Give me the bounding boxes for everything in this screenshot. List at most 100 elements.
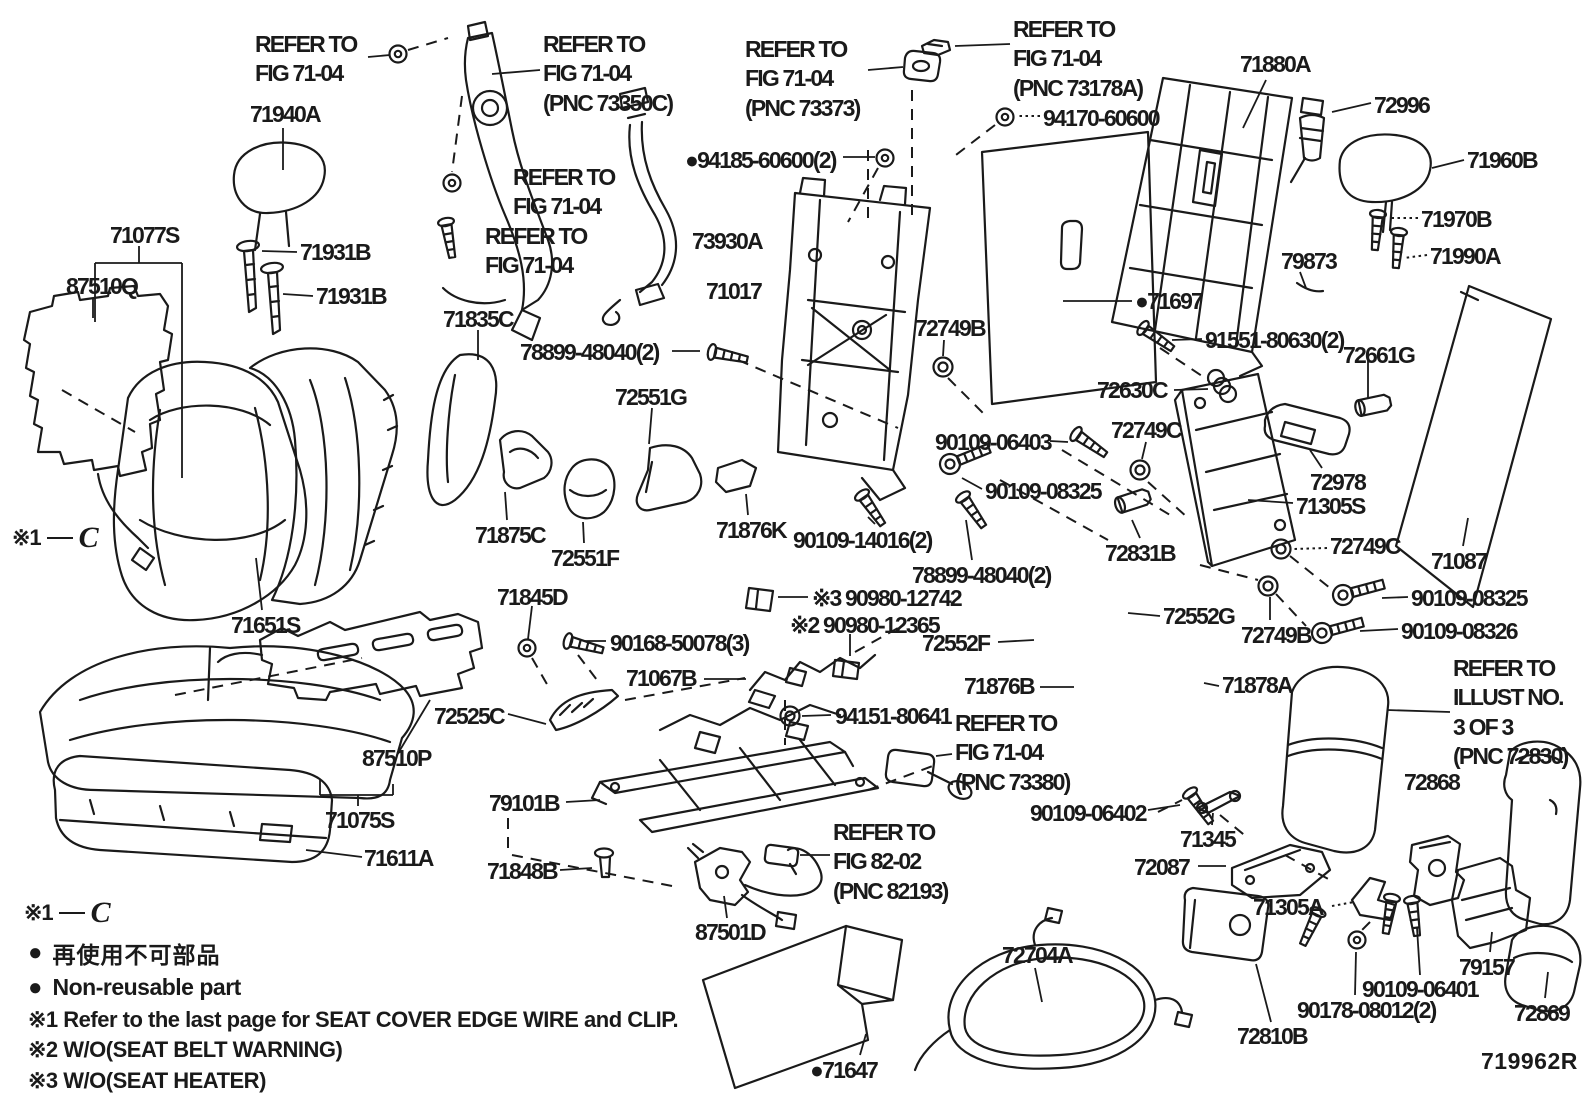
part-label-p94185-60600: ●94185-60600(2)	[685, 147, 837, 173]
part-label-p71845D: 71845D	[497, 584, 569, 610]
nut-94170-drawing	[995, 107, 1015, 127]
part-label-p72749C-2: 72749C	[1330, 533, 1402, 559]
part-label-ref-7104-f: REFER TO FIG 71-04	[485, 223, 588, 279]
part-label-p72868: 72868	[1404, 769, 1461, 795]
part-label-p78899-48040-1: 78899-48040(2)	[520, 339, 660, 365]
screw-71305A-area-drawing	[1376, 891, 1402, 936]
callout-line	[46, 537, 73, 539]
parts-artwork	[22, 20, 1582, 1090]
part-label-p94170-60600: 94170-60600	[1043, 105, 1161, 131]
screw-14016-drawing	[852, 486, 891, 531]
part-label-p71875C: 71875C	[475, 522, 547, 548]
clip-71848B-drawing	[593, 847, 615, 879]
part-label-p87510Q: 87510Q	[66, 273, 139, 299]
nut-fig7104b-drawing	[442, 173, 462, 193]
bolt-08326-drawing	[1308, 611, 1367, 647]
part-label-p90109-06402: 90109-06402	[1030, 800, 1148, 826]
part-label-p72525C: 72525C	[434, 703, 506, 729]
screw-78899-1-drawing	[705, 342, 750, 369]
reference-mark: ※1	[12, 525, 42, 550]
part-label-p71697: ●71697	[1135, 288, 1204, 314]
part-label-p72869: 72869	[1514, 1000, 1571, 1026]
legend-jp-text: 再使用不可部品	[52, 942, 221, 968]
part-label-p72831B: 72831B	[1105, 540, 1177, 566]
legend: ● 再使用不可部品 ● Non-reusable part ※1 Refer t…	[28, 936, 679, 1098]
headrest-71940A-drawing	[232, 141, 326, 215]
nut-94185-drawing	[875, 148, 895, 168]
part-label-p87510P: 87510P	[362, 745, 432, 771]
part-label-p72551G: 72551G	[615, 384, 688, 410]
bolt-fig7104-drawing	[436, 215, 462, 260]
filled-circle-icon: ●	[28, 973, 43, 1001]
part-label-p71305A: 71305A	[1253, 894, 1325, 920]
callout-note-c2: ※1 C	[24, 896, 111, 929]
part-label-ref-7104-d: REFER TO FIG 71-04 (PNC 73178A)	[1013, 16, 1144, 101]
heater-sheet-87510P-drawing	[216, 610, 484, 702]
part-label-ref-7104-g: REFER TO FIG 71-04 (PNC 73380)	[955, 710, 1071, 795]
armrest-panel-72830-drawing	[1281, 665, 1390, 854]
clip-73178A-drawing	[920, 38, 952, 57]
part-label-p71075S: 71075S	[325, 807, 395, 833]
part-label-ref-8202: REFER TO FIG 82-02 (PNC 82193)	[833, 819, 949, 904]
part-label-p71835C: 71835C	[443, 306, 515, 332]
part-label-p71611A: 71611A	[364, 845, 434, 871]
legend-note-1: ※1 Refer to the last page for SEAT COVER…	[28, 1007, 679, 1032]
part-label-p72087: 72087	[1134, 854, 1191, 880]
trim-72525C-drawing	[548, 688, 620, 732]
part-label-p72552G: 72552G	[1163, 603, 1236, 629]
legend-note-2: ※2 W/O(SEAT BELT WARNING)	[28, 1037, 343, 1063]
legend-nonreusable-jp: ● 再使用不可部品	[28, 936, 678, 970]
part-label-p71931B-1: 71931B	[300, 239, 372, 265]
bolt-71990A-drawing	[1386, 226, 1409, 270]
part-label-p90178-08012: 90178-08012(2)	[1297, 997, 1437, 1023]
bracket-71876K-drawing	[714, 458, 758, 494]
part-label-p71960B: 71960B	[1467, 147, 1539, 173]
part-label-ref-7104-b: REFER TO FIG 71-04 (PNC 73350C)	[543, 31, 674, 116]
pad-72551F-drawing	[563, 458, 616, 520]
part-label-p72630C: 72630C	[1097, 377, 1169, 403]
part-label-p71087: 71087	[1431, 548, 1488, 574]
belt-73930A-drawing	[601, 86, 678, 326]
switch-87501D-drawing	[686, 842, 823, 931]
part-label-p71878A: 71878A	[1222, 672, 1294, 698]
part-label-p71970B: 71970B	[1421, 206, 1493, 232]
frame-71305S-drawing	[1173, 372, 1297, 568]
part-label-p72749B-2: 72749B	[1241, 622, 1313, 648]
callout-letter: C	[78, 521, 99, 554]
part-label-p90168-50078: 90168-50078(3)	[610, 630, 750, 656]
part-label-p71880A: 71880A	[1240, 51, 1312, 77]
part-label-p71077S: 71077S	[110, 222, 180, 248]
part-label-ref-illust: REFER TO ILLUST NO. 3 OF 3 (PNC 72830)	[1453, 655, 1569, 770]
pad-72551G-drawing	[635, 444, 703, 512]
callout-letter: C	[90, 896, 111, 929]
part-label-p71345: 71345	[1180, 826, 1237, 852]
part-label-p71876K: 71876K	[716, 517, 788, 543]
heater-sheet-71647-drawing	[701, 924, 904, 1090]
part-label-ref-7104-e: REFER TO FIG 71-04	[513, 164, 616, 220]
legend-en-text: Non-reusable part	[52, 974, 242, 1000]
screw-06403-drawing	[1067, 424, 1112, 463]
part-label-ref-7104-a: REFER TO FIG 71-04	[255, 31, 358, 87]
side-panel-71087-drawing	[1394, 284, 1553, 609]
cover-72810B-drawing	[1181, 886, 1270, 962]
leader-lines	[92, 43, 1549, 1056]
plate-72087-drawing	[1230, 843, 1332, 900]
part-label-p72996: 72996	[1374, 92, 1431, 118]
part-label-p90109-14016: 90109-14016(2)	[793, 527, 933, 553]
legend-note-3: ※3 W/O(SEAT HEATER)	[28, 1067, 266, 1093]
bolt-08325b-drawing	[1329, 573, 1388, 609]
part-label-p71931B-2: 71931B	[316, 283, 388, 309]
pad-71835C-drawing	[426, 353, 498, 507]
seatbelt-assy-drawing	[441, 20, 554, 342]
part-label-p91551-80630: 91551-80630(2)	[1205, 327, 1345, 353]
part-label-p90109-08326: 90109-08326	[1401, 618, 1519, 644]
seat-track-79101B-drawing	[590, 703, 880, 834]
bracket-72868-drawing	[1408, 834, 1466, 907]
wire-79873-drawing	[1295, 281, 1325, 293]
bracket-79157-drawing	[1450, 856, 1532, 950]
bolt-71931B-drawing	[235, 239, 285, 336]
belt-guide-72996-drawing	[1289, 96, 1326, 184]
reference-mark: ※1	[24, 900, 54, 925]
part-label-p71990A: 71990A	[1430, 243, 1502, 269]
